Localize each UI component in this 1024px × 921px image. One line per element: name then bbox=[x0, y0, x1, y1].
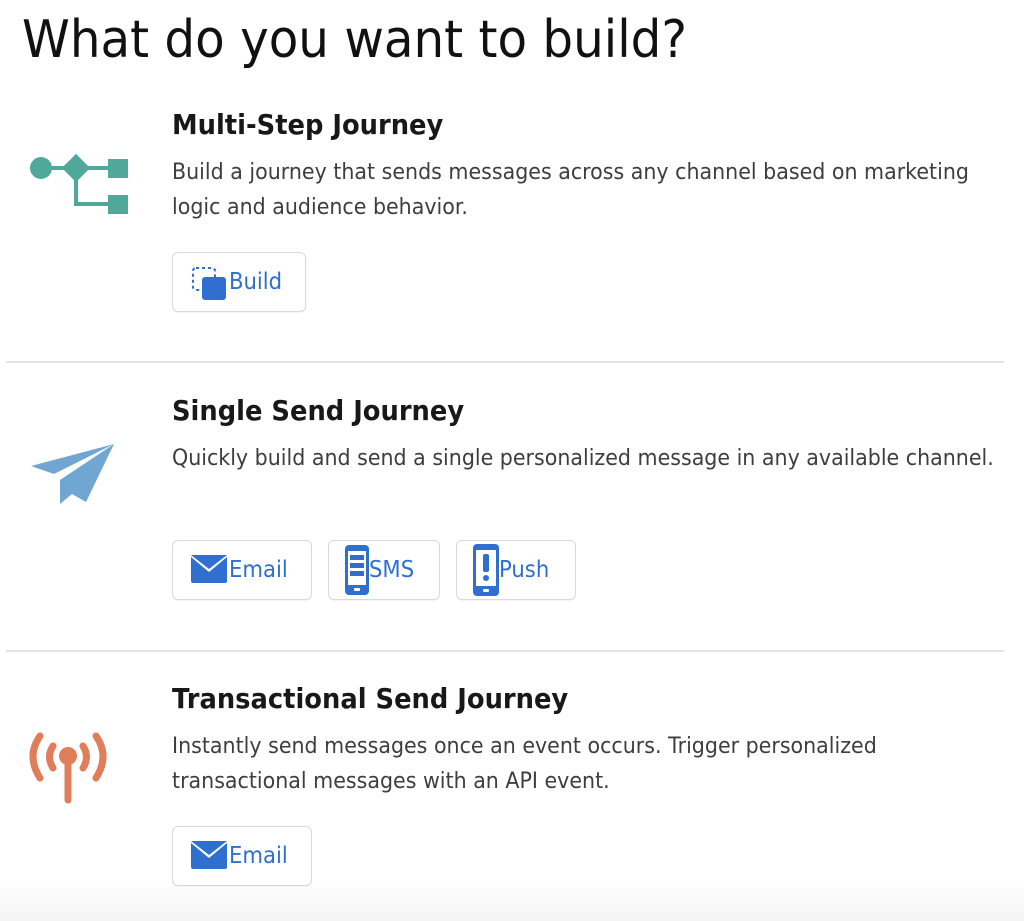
build-button[interactable]: Build bbox=[172, 252, 306, 312]
section-description: Instantly send messages once an event oc… bbox=[172, 733, 877, 794]
section-multi-step-journey: Multi-Step Journey Build a journey that … bbox=[0, 108, 1024, 348]
section-transactional-send-journey: Transactional Send Journey Instantly sen… bbox=[0, 682, 1024, 902]
build-button-label: Build bbox=[229, 269, 283, 295]
email-button-label: Email bbox=[229, 843, 288, 869]
email-icon bbox=[189, 841, 229, 871]
sms-phone-icon bbox=[345, 545, 369, 595]
push-button[interactable]: Push bbox=[456, 540, 576, 600]
paper-plane-icon bbox=[28, 440, 118, 513]
section-title: Multi-Step Journey bbox=[172, 108, 444, 141]
page-title: What do you want to build? bbox=[22, 10, 688, 70]
sms-button[interactable]: SMS bbox=[328, 540, 440, 600]
email-button[interactable]: Email bbox=[172, 826, 312, 886]
section-divider bbox=[6, 650, 1004, 652]
push-button-label: Push bbox=[499, 557, 550, 583]
build-icon bbox=[189, 262, 229, 302]
email-button[interactable]: Email bbox=[172, 540, 312, 600]
section-divider bbox=[6, 361, 1004, 363]
section-title: Transactional Send Journey bbox=[172, 682, 569, 715]
section-description: Quickly build and send a single personal… bbox=[172, 445, 994, 471]
section-single-send-journey: Single Send Journey Quickly build and se… bbox=[0, 394, 1024, 634]
sms-button-label: SMS bbox=[369, 557, 415, 583]
broadcast-antenna-icon bbox=[26, 728, 110, 811]
email-icon bbox=[189, 555, 229, 585]
flow-diagram-icon bbox=[28, 152, 130, 221]
section-description: Build a journey that sends messages acro… bbox=[172, 159, 969, 220]
section-title: Single Send Journey bbox=[172, 394, 465, 427]
push-phone-icon bbox=[473, 544, 499, 596]
email-button-label: Email bbox=[229, 557, 288, 583]
